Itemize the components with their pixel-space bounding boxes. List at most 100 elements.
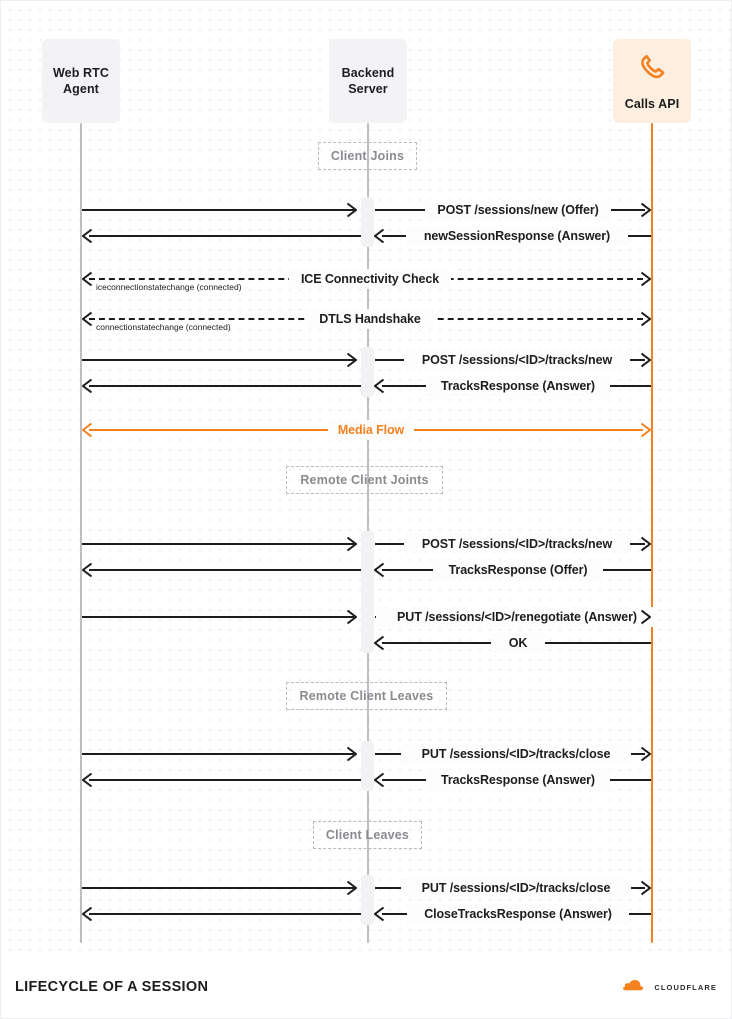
- arrowhead-left: [81, 270, 93, 288]
- message-m17[interactable]: PUT /sessions/<ID>/renegotiate (Answer): [1, 607, 731, 627]
- message-line: [89, 913, 361, 915]
- message-m5[interactable]: ICE Connectivity Check: [1, 269, 731, 289]
- message-m13[interactable]: POST /sessions/<ID>/tracks/new: [1, 534, 731, 554]
- arrowhead-right: [640, 351, 652, 369]
- group-label-text: Remote Client Leaves: [299, 689, 434, 703]
- message-label: newSessionResponse (Answer): [406, 226, 628, 246]
- arrowhead-left: [81, 310, 93, 328]
- message-label: Media Flow: [328, 420, 414, 440]
- message-m5-sub-label: iceconnectionstatechange (connected): [96, 282, 242, 292]
- cloudflare-logo: CLOUDFLARE: [623, 978, 717, 996]
- group-label-text: Client Joins: [330, 149, 405, 163]
- arrowhead-left: [81, 561, 93, 579]
- message-label: TracksResponse (Answer): [426, 770, 610, 790]
- cloud-icon: [623, 978, 649, 996]
- message-m14[interactable]: [1, 560, 731, 580]
- message-label: DTLS Handshake: [306, 309, 434, 329]
- arrowhead-left: [373, 227, 385, 245]
- arrowhead-left: [81, 905, 93, 923]
- message-label: ICE Connectivity Check: [289, 269, 451, 289]
- message-line: [82, 209, 354, 211]
- arrowhead-right: [640, 310, 652, 328]
- message-m2[interactable]: POST /sessions/new (Offer): [1, 200, 731, 220]
- message-label: PUT /sessions/<ID>/renegotiate (Answer): [376, 607, 658, 627]
- actor-calls-api[interactable]: Calls API: [613, 39, 691, 123]
- message-m1[interactable]: [1, 200, 731, 220]
- group-label-text: Remote Client Joints: [300, 473, 429, 487]
- arrowhead-left: [81, 377, 93, 395]
- message-line: [89, 779, 361, 781]
- lifeline-web-rtc-agent: [80, 123, 82, 943]
- activation-bar-backend-2: [361, 347, 374, 397]
- message-m9[interactable]: [1, 376, 731, 396]
- actor-web-rtc-agent-label: Web RTC Agent: [53, 65, 109, 97]
- message-line: [89, 569, 361, 571]
- arrowhead-right: [346, 201, 358, 219]
- actor-label-line1: Web RTC: [52, 66, 110, 80]
- message-m23[interactable]: [1, 878, 731, 898]
- message-m21[interactable]: [1, 770, 731, 790]
- arrowhead-left: [81, 227, 93, 245]
- arrowhead-right: [640, 201, 652, 219]
- message-label: OK: [491, 633, 545, 653]
- message-label: POST /sessions/new (Offer): [425, 200, 611, 220]
- message-m24[interactable]: PUT /sessions/<ID>/tracks/close: [1, 878, 731, 898]
- page-title: LIFECYCLE OF A SESSION: [15, 979, 209, 995]
- message-line: [82, 753, 354, 755]
- group-label-remote-client-joins: Remote Client Joints: [286, 466, 443, 494]
- group-label-client-leaves: Client Leaves: [313, 821, 422, 849]
- message-m19[interactable]: [1, 744, 731, 764]
- arrowhead-left: [81, 771, 93, 789]
- arrowhead-right: [640, 421, 652, 439]
- actor-label-line2: Agent: [63, 82, 99, 96]
- actor-calls-api-label: Calls API: [624, 96, 680, 111]
- phone-icon: [635, 51, 669, 90]
- message-m6-sub-label: connectionstatechange (connected): [96, 322, 231, 332]
- arrowhead-right: [346, 535, 358, 553]
- message-label: CloseTracksResponse (Answer): [407, 904, 629, 924]
- activation-bar-backend-4: [361, 741, 374, 791]
- message-label: POST /sessions/<ID>/tracks/new: [404, 534, 630, 554]
- message-m18[interactable]: OK: [1, 633, 731, 653]
- message-m12[interactable]: [1, 534, 731, 554]
- message-media-flow[interactable]: Media Flow: [1, 420, 731, 440]
- cloudflare-wordmark: CLOUDFLARE: [654, 982, 717, 992]
- message-m26[interactable]: CloseTracksResponse (Answer): [1, 904, 731, 924]
- group-label-text: Client Leaves: [325, 828, 410, 842]
- message-label: PUT /sessions/<ID>/tracks/close: [401, 878, 631, 898]
- actor-backend-server-label: Backend Server: [342, 65, 395, 97]
- arrowhead-right: [640, 608, 652, 626]
- arrowhead-right: [346, 879, 358, 897]
- message-label: POST /sessions/<ID>/tracks/new: [404, 350, 630, 370]
- arrowhead-left: [81, 421, 93, 439]
- activation-bar-backend-1: [361, 197, 374, 247]
- message-m3[interactable]: [1, 226, 731, 246]
- arrowhead-left: [373, 771, 385, 789]
- message-line: [89, 385, 361, 387]
- message-m15[interactable]: TracksResponse (Offer): [1, 560, 731, 580]
- group-label-remote-client-leaves: Remote Client Leaves: [286, 682, 447, 710]
- message-m7[interactable]: [1, 350, 731, 370]
- actor-label-line1: Backend: [341, 66, 395, 80]
- message-m10[interactable]: TracksResponse (Answer): [1, 376, 731, 396]
- message-m16[interactable]: [1, 607, 731, 627]
- message-label: PUT /sessions/<ID>/tracks/close: [401, 744, 631, 764]
- message-m20[interactable]: PUT /sessions/<ID>/tracks/close: [1, 744, 731, 764]
- activation-bar-backend-5: [361, 875, 374, 925]
- arrowhead-right: [640, 745, 652, 763]
- activation-bar-backend-3: [361, 531, 374, 653]
- message-m22[interactable]: TracksResponse (Answer): [1, 770, 731, 790]
- message-m25[interactable]: [1, 904, 731, 924]
- message-line: [82, 543, 354, 545]
- lifeline-calls-api: [651, 123, 653, 943]
- message-m6[interactable]: DTLS Handshake: [1, 309, 731, 329]
- arrowhead-right: [346, 745, 358, 763]
- arrowhead-left: [373, 634, 385, 652]
- actor-backend-server[interactable]: Backend Server: [329, 39, 407, 123]
- group-label-client-joins: Client Joins: [318, 142, 417, 170]
- actor-web-rtc-agent[interactable]: Web RTC Agent: [42, 39, 120, 123]
- message-m4[interactable]: newSessionResponse (Answer): [1, 226, 731, 246]
- arrowhead-left: [373, 905, 385, 923]
- message-m8[interactable]: POST /sessions/<ID>/tracks/new: [1, 350, 731, 370]
